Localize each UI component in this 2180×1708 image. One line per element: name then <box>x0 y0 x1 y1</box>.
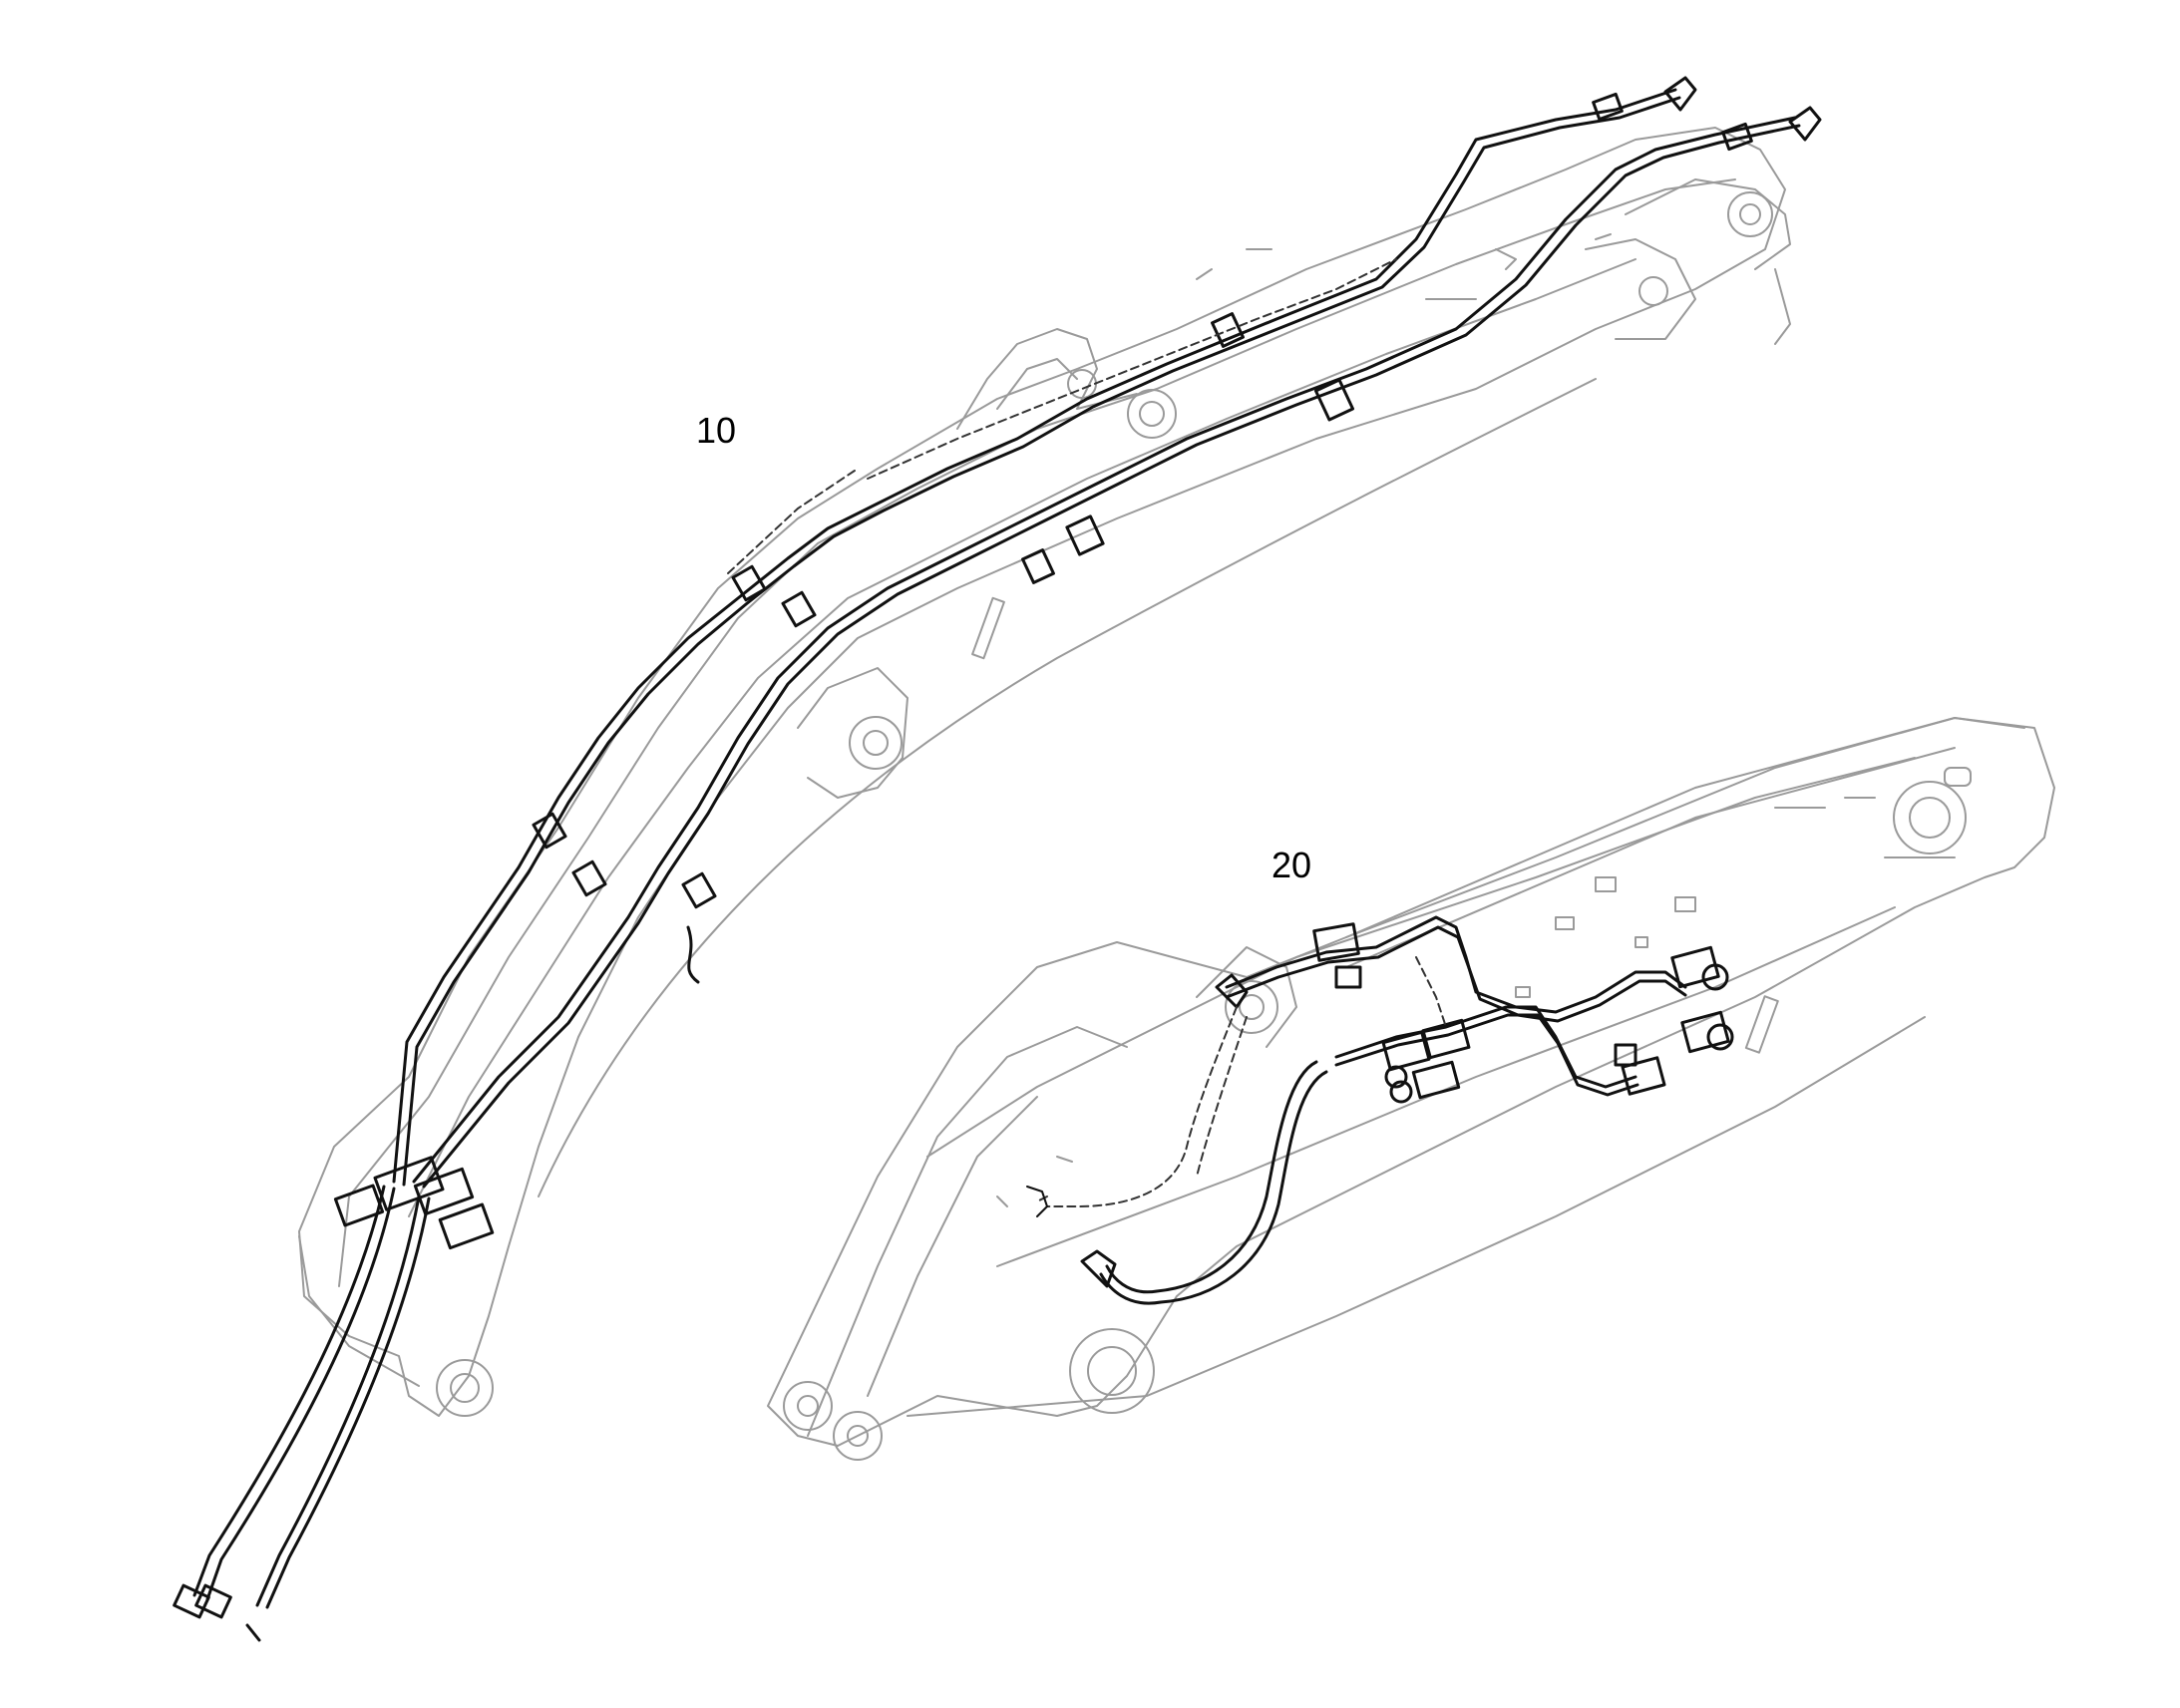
boom-dashed-routing <box>727 258 1397 574</box>
arm-assembly-20 <box>767 717 2055 1461</box>
boom-body-outline <box>298 127 1791 1417</box>
arm-dashed-routing <box>1036 956 1447 1207</box>
boom-hydraulic-lines <box>173 76 1822 1642</box>
arm-wire-tag <box>1026 1186 1048 1217</box>
callout-label-20: 20 <box>1272 845 1312 885</box>
arm-body-outline <box>767 717 2055 1461</box>
arm-hydraulic-lines <box>1080 915 1734 1305</box>
callout-label-10: 10 <box>696 410 737 451</box>
boom-assembly-10 <box>173 76 1822 1642</box>
